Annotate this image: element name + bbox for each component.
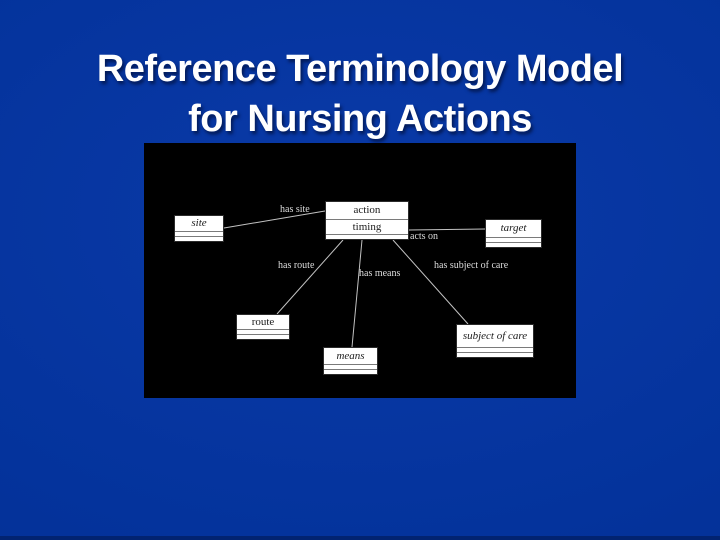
uml-class-route: route <box>236 314 290 340</box>
uml-class-action-compartment <box>326 234 408 239</box>
uml-class-target: target <box>485 219 542 248</box>
slide-title: Reference Terminology Model for Nursing … <box>0 44 720 144</box>
uml-class-target-compartment <box>486 242 541 247</box>
slide-bottom-edge <box>0 536 720 540</box>
uml-class-subject-of-care-name: subject of care <box>462 329 528 342</box>
edge-label-has-subject-of-care: has subject of care <box>434 260 509 271</box>
edge-line-has-route <box>276 239 344 315</box>
uml-class-site-name: site <box>191 217 207 229</box>
uml-class-site-compartment <box>175 236 223 241</box>
uml-class-site-compartment <box>175 231 223 236</box>
uml-class-route-compartment <box>237 334 289 339</box>
edge-line-has-means <box>351 239 363 348</box>
uml-class-action-attribute: timing <box>326 219 408 234</box>
uml-class-target-name: target <box>500 222 527 234</box>
uml-class-action-name: action <box>353 204 381 216</box>
edge-line-has-site <box>223 210 326 229</box>
uml-class-action: action timing <box>325 201 409 240</box>
uml-class-route-name: route <box>251 315 275 328</box>
uml-class-subject-of-care-compartment <box>457 347 533 352</box>
uml-class-means-compartment <box>324 364 377 369</box>
uml-class-subject-of-care-compartment <box>457 352 533 357</box>
relationship-lines <box>223 210 486 348</box>
uml-class-means-name: means <box>336 349 365 362</box>
edge-line-has-subject-of-care <box>392 239 469 325</box>
edge-label-acts-on: acts on <box>410 231 439 242</box>
title-line-1: Reference Terminology Model <box>96 48 624 90</box>
uml-class-means-compartment <box>324 369 377 374</box>
diagram-image: has site acts on has route has means has sub… <box>144 143 576 398</box>
uml-class-means: means <box>323 347 378 375</box>
edge-label-has-route: has route <box>278 260 315 271</box>
uml-class-subject-of-care: subject of care <box>456 324 534 358</box>
edge-label-has-means: has means <box>359 268 401 279</box>
edge-line-acts-on <box>408 228 486 231</box>
uml-class-target-compartment <box>486 237 541 242</box>
title-line-2: for Nursing Actions <box>188 98 532 140</box>
uml-class-route-compartment <box>237 329 289 334</box>
uml-class-site: site <box>174 215 224 242</box>
edge-label-has-site: has site <box>280 204 310 215</box>
